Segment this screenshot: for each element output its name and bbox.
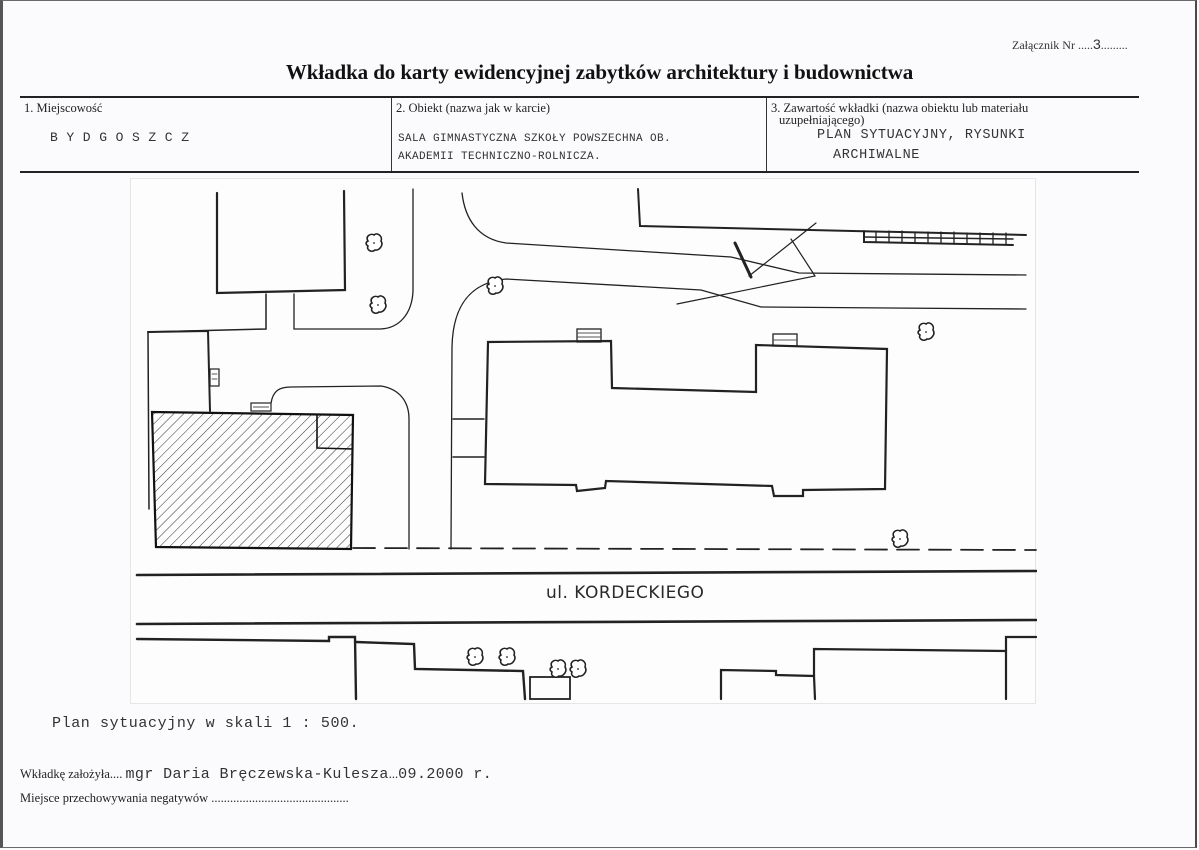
created-date: 09.2000 r. (398, 766, 493, 783)
locality-label: 1. Miejscowość (24, 101, 103, 115)
header-table: 1. Miejscowość BYDGOSZCZ 2. Obiekt (nazw… (20, 96, 1139, 173)
contents-value: PLAN SYTUACYJNY, RYSUNKI ARCHIWALNE (817, 128, 1026, 163)
scale-caption: Plan sytuacyjny w skali 1 : 500. (52, 715, 360, 732)
created-by-label: Wkładkę założyła.... (20, 767, 123, 781)
attachment-number: Załącznik Nr .....3......... (1012, 36, 1128, 52)
hatched-historic-building (150, 402, 355, 551)
object-value: SALA GIMNASTYCZNA SZKOŁY POWSZECHNA OB. … (398, 133, 672, 163)
object-label: 2. Obiekt (nazwa jak w karcie) (396, 101, 551, 115)
attachment-label: Załącznik Nr (1012, 38, 1075, 52)
site-plan-drawing (135, 188, 1037, 701)
street-label: ul. KORDECKIEGO (546, 583, 705, 603)
contents-cell: 3. Zawartość wkładki (nazwa obiektu lub … (766, 98, 1139, 171)
attachment-value: 3 (1092, 36, 1101, 52)
negatives-location-line: Miejsce przechowywania negatywów .......… (20, 791, 349, 806)
site-plan-map: ul. KORDECKIEGO (130, 178, 1037, 704)
created-by-value: mgr Daria Bręczewska-Kulesza (125, 766, 389, 783)
locality-cell: 1. Miejscowość BYDGOSZCZ (20, 98, 391, 171)
negatives-value: ........................................… (211, 791, 349, 805)
created-by-line: Wkładkę założyła.... mgr Daria Bręczewsk… (20, 766, 493, 783)
locality-value: BYDGOSZCZ (50, 130, 198, 145)
object-cell: 2. Obiekt (nazwa jak w karcie) SALA GIMN… (391, 98, 766, 171)
page-title: Wkładka do karty ewidencyjnej zabytków a… (285, 60, 914, 84)
contents-label: 3. Zawartość wkładki (nazwa obiektu lub … (771, 101, 1029, 127)
negatives-label: Miejsce przechowywania negatywów (20, 791, 209, 805)
